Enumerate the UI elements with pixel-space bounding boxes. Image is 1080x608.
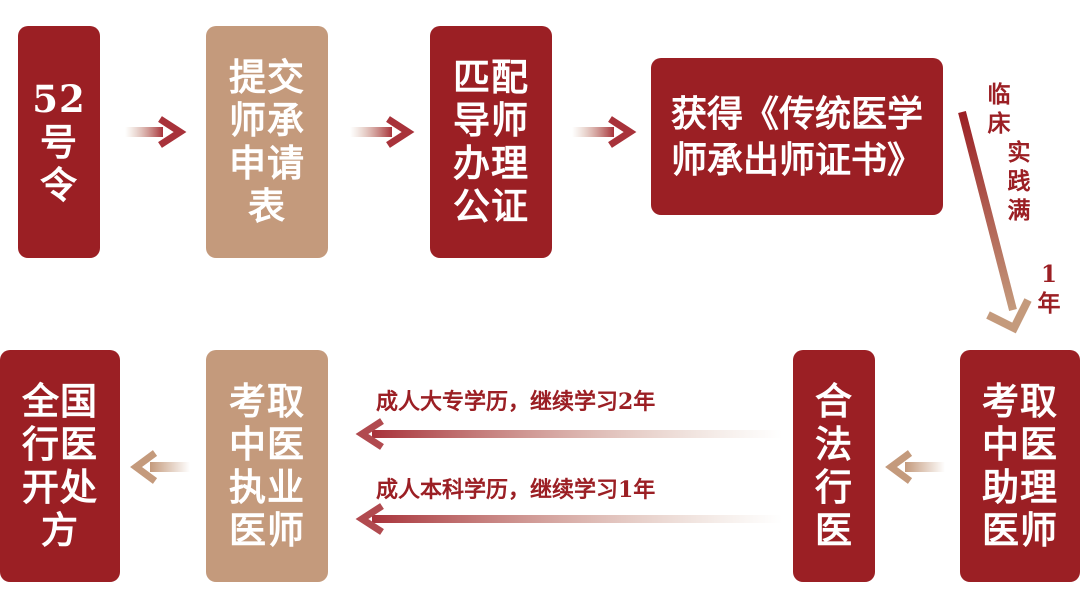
step5-line: 医师 — [982, 508, 1058, 552]
step6-line: 法 — [815, 422, 853, 466]
path-arrow-1 — [355, 418, 782, 450]
clinical-label-char: 践 — [1007, 168, 1031, 195]
clinical-label-char: 满 — [1007, 197, 1031, 224]
arrow-down-clinical — [958, 111, 1032, 334]
step6-line: 合 — [815, 379, 853, 423]
step2-line: 申请 — [229, 141, 305, 185]
step2-line: 表 — [248, 184, 286, 228]
step6-line: 医 — [815, 508, 853, 552]
step4-line: 师承出师证书》 — [670, 138, 923, 181]
arrow-5-to-6 — [885, 450, 945, 484]
step1-line: 52 — [32, 76, 86, 121]
step8-line: 全国 — [22, 379, 98, 423]
step2-line: 师承 — [229, 98, 305, 142]
clinical-label-char: 年 — [1037, 290, 1061, 317]
clinical-label-char: 1 — [1040, 261, 1057, 288]
step-52-order: 52 号 令 — [18, 26, 100, 258]
clinical-practice-label-mid: 实 践 满 — [1004, 138, 1034, 225]
step5-line: 助理 — [982, 465, 1058, 509]
step-nationwide-practice: 全国 行医 开处 方 — [0, 350, 120, 582]
clinical-practice-label: 临 床 — [984, 80, 1014, 138]
step1-line: 号 — [40, 119, 78, 164]
path-label-college: 成人大专学历，继续学习2年 — [376, 389, 656, 415]
step-licensed-physician: 考取 中医 执业 医师 — [206, 350, 328, 582]
step-obtain-certificate: 获得《传统医学 师承出师证书》 — [651, 58, 943, 215]
step5-line: 考取 — [982, 379, 1058, 423]
arrow-7-to-8 — [130, 450, 190, 484]
clinical-label-char: 实 — [1007, 139, 1031, 166]
step1-line: 令 — [40, 162, 78, 207]
step6-line: 行 — [815, 465, 853, 509]
step3-line: 匹配 — [453, 55, 529, 99]
step7-line: 执业 — [229, 465, 305, 509]
step3-line: 公证 — [453, 184, 529, 228]
clinical-label-char: 床 — [987, 110, 1011, 137]
step-assistant-physician: 考取 中医 助理 医师 — [960, 350, 1080, 582]
step8-line: 开处 — [22, 465, 98, 509]
step7-line: 考取 — [229, 379, 305, 423]
step8-line: 行医 — [22, 422, 98, 466]
path-label-bachelor: 成人本科学历，继续学习1年 — [376, 477, 656, 503]
step-submit-application: 提交 师承 申请 表 — [206, 26, 328, 258]
step3-line: 办理 — [453, 141, 529, 185]
step-match-mentor: 匹配 导师 办理 公证 — [430, 26, 552, 258]
step3-line: 导师 — [453, 98, 529, 142]
step7-line: 医师 — [229, 508, 305, 552]
arrow-3-to-4 — [572, 116, 637, 148]
step8-line: 方 — [41, 508, 79, 552]
clinical-label-char: 临 — [987, 81, 1011, 108]
step7-line: 中医 — [229, 422, 305, 466]
arrow-2-to-3 — [350, 116, 415, 148]
path-arrow-2 — [355, 503, 782, 535]
step5-line: 中医 — [982, 422, 1058, 466]
step-legal-practice: 合 法 行 医 — [793, 350, 875, 582]
arrow-1-to-2 — [125, 116, 187, 148]
step4-line: 获得《传统医学 — [670, 92, 923, 135]
step2-line: 提交 — [229, 55, 305, 99]
clinical-practice-label-end: 1 年 — [1034, 260, 1064, 318]
